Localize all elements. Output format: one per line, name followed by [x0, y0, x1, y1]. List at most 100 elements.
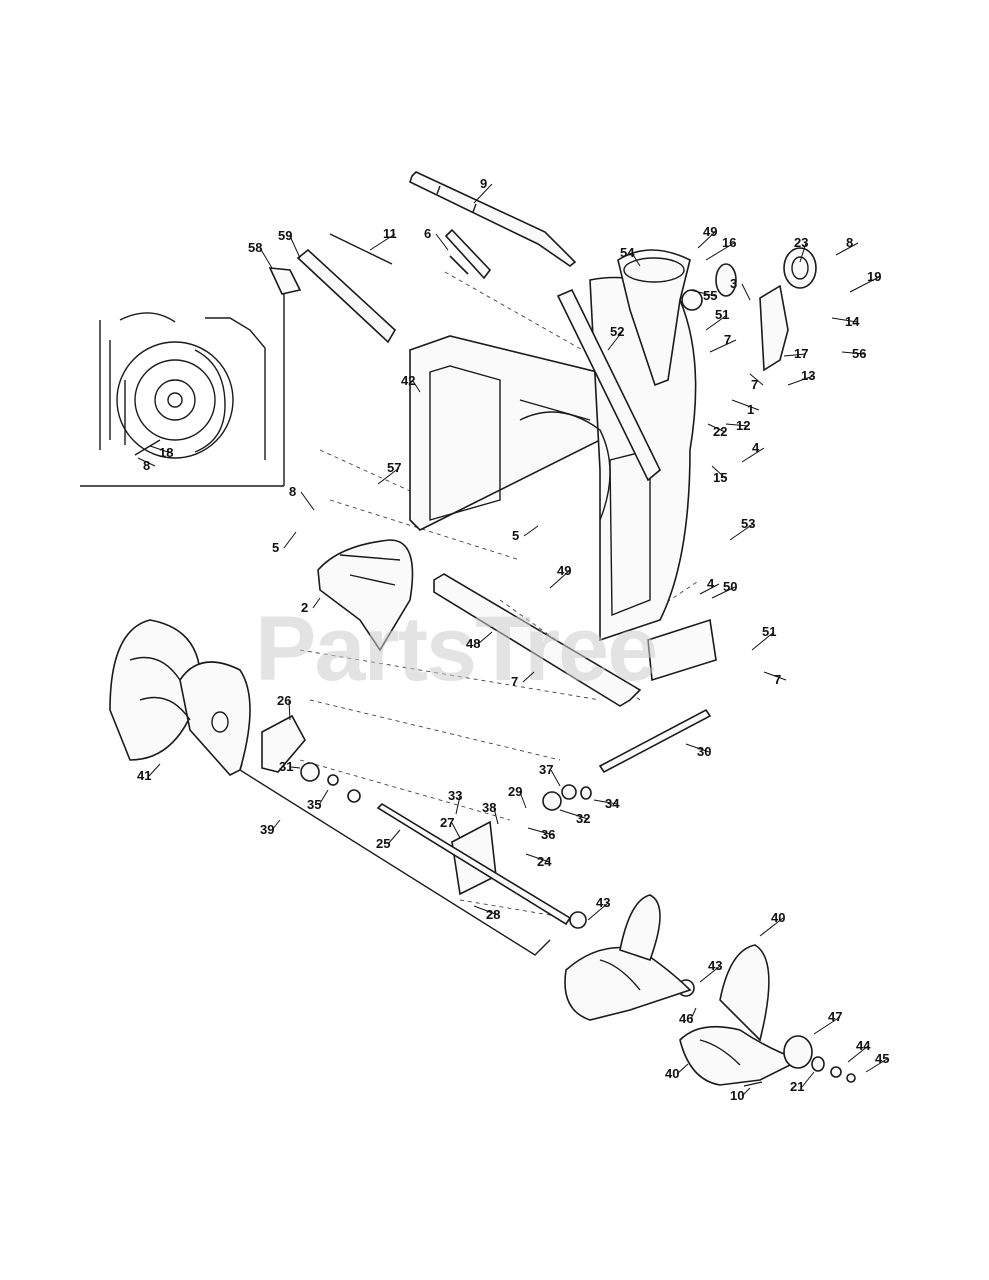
part-assembly-39-line	[239, 763, 551, 956]
callout-leader-31	[290, 766, 301, 769]
part-bushing-43-a	[569, 911, 587, 929]
callout-label-23: 23	[794, 235, 808, 250]
callout-leader-6	[435, 233, 449, 251]
callout-label-50: 50	[723, 579, 737, 594]
part-auger-41	[109, 619, 251, 776]
callout-label-12: 12	[736, 418, 750, 433]
callout-label-38: 38	[482, 800, 496, 815]
callout-label-13: 13	[801, 368, 815, 383]
callout-label-54: 54	[620, 245, 635, 260]
callout-leader-55	[689, 289, 716, 297]
callout-label-46: 46	[679, 1011, 693, 1026]
callout-label-8: 8	[289, 484, 296, 499]
callout-label-21: 21	[790, 1079, 804, 1094]
callout-label-27: 27	[440, 815, 454, 830]
part-bushing-21	[811, 1056, 825, 1072]
callout-leader-8	[137, 457, 156, 467]
callout-leader-43	[699, 965, 721, 983]
callout-leader-8	[300, 491, 315, 511]
callout-leader-40	[676, 1063, 689, 1075]
callout-label-4: 4	[707, 576, 715, 591]
callout-label-28: 28	[486, 907, 500, 922]
callout-leader-28	[473, 905, 499, 916]
callout-label-18: 18	[159, 445, 173, 460]
callout-leader-49	[697, 231, 716, 249]
callout-label-49: 49	[703, 224, 717, 239]
part-bracket-6	[444, 228, 492, 280]
callout-leader-41	[148, 763, 161, 777]
callout-label-7: 7	[724, 332, 731, 347]
callout-label-22: 22	[713, 424, 727, 439]
callout-leader-3	[741, 283, 751, 301]
part-bracket-59	[296, 248, 397, 344]
callout-label-24: 24	[537, 854, 552, 869]
callout-leader-59	[289, 235, 301, 259]
callout-label-37: 37	[539, 762, 553, 777]
part-impeller-housing-2	[317, 539, 414, 652]
callout-leader-21	[801, 1071, 815, 1088]
callout-leader-49	[549, 570, 570, 589]
callout-leader-4	[741, 447, 765, 463]
callout-leader-46	[690, 1007, 697, 1020]
callout-leader-51	[705, 314, 728, 331]
callout-label-14: 14	[845, 314, 860, 329]
callout-label-5: 5	[272, 540, 279, 555]
callout-leader-9	[473, 183, 493, 204]
callout-label-8: 8	[143, 458, 150, 473]
part-pulley-23	[783, 247, 817, 289]
callout-label-48: 48	[466, 636, 480, 651]
part-shaft-9	[409, 171, 577, 267]
part-chute-54	[617, 249, 691, 387]
callout-leader-26	[288, 700, 291, 721]
callout-label-41: 41	[137, 768, 151, 783]
callout-label-19: 19	[867, 269, 881, 284]
part-washer-37	[561, 784, 577, 800]
callout-label-35: 35	[307, 797, 321, 812]
callout-label-33: 33	[448, 788, 462, 803]
part-rail-48	[433, 573, 642, 707]
callout-leader-8	[835, 242, 859, 256]
part-plate-17	[759, 284, 789, 372]
callout-label-6: 6	[424, 226, 431, 241]
callout-leader-45	[865, 1058, 888, 1073]
callout-label-36: 36	[541, 827, 555, 842]
part-washer-35	[327, 774, 339, 786]
callout-label-42: 42	[401, 373, 415, 388]
callout-label-4: 4	[752, 440, 760, 455]
callout-leader-5	[283, 531, 297, 549]
watermark: PartsTree	[255, 598, 656, 700]
callout-label-3: 3	[730, 276, 737, 291]
callout-leader-7	[749, 373, 764, 386]
callout-label-59: 59	[278, 228, 292, 243]
callout-leader-48	[477, 631, 493, 645]
callout-leader-34	[593, 799, 618, 805]
callout-label-10: 10	[730, 1088, 744, 1103]
part-washer-unlabeled	[347, 789, 361, 803]
callout-leader-29	[519, 791, 527, 809]
callout-leader-15	[711, 465, 726, 479]
callout-leader-39	[271, 819, 281, 831]
callout-leader-58	[259, 247, 273, 269]
inset-detail-view	[80, 282, 285, 487]
callout-leader-11	[369, 233, 396, 251]
callout-leader-53	[729, 523, 754, 541]
part-pin-11	[329, 233, 393, 265]
callout-leader-7	[709, 339, 737, 353]
part-bearing-31	[300, 762, 320, 782]
callout-leader-24	[525, 853, 550, 863]
callout-leader-2	[312, 597, 321, 609]
part-auger-40-left	[564, 894, 692, 1021]
callout-label-49: 49	[557, 563, 571, 578]
callout-label-5: 5	[512, 528, 519, 543]
assembly-guide-lines	[299, 271, 701, 921]
callout-leader-50	[711, 586, 736, 599]
callout-label-7: 7	[751, 377, 758, 392]
callout-leader-44	[847, 1045, 869, 1063]
callout-label-43: 43	[596, 895, 610, 910]
callout-leader-57	[377, 467, 400, 485]
callout-label-58: 58	[248, 240, 262, 255]
callout-leader-47	[813, 1016, 841, 1035]
callout-leader-52	[607, 331, 623, 351]
